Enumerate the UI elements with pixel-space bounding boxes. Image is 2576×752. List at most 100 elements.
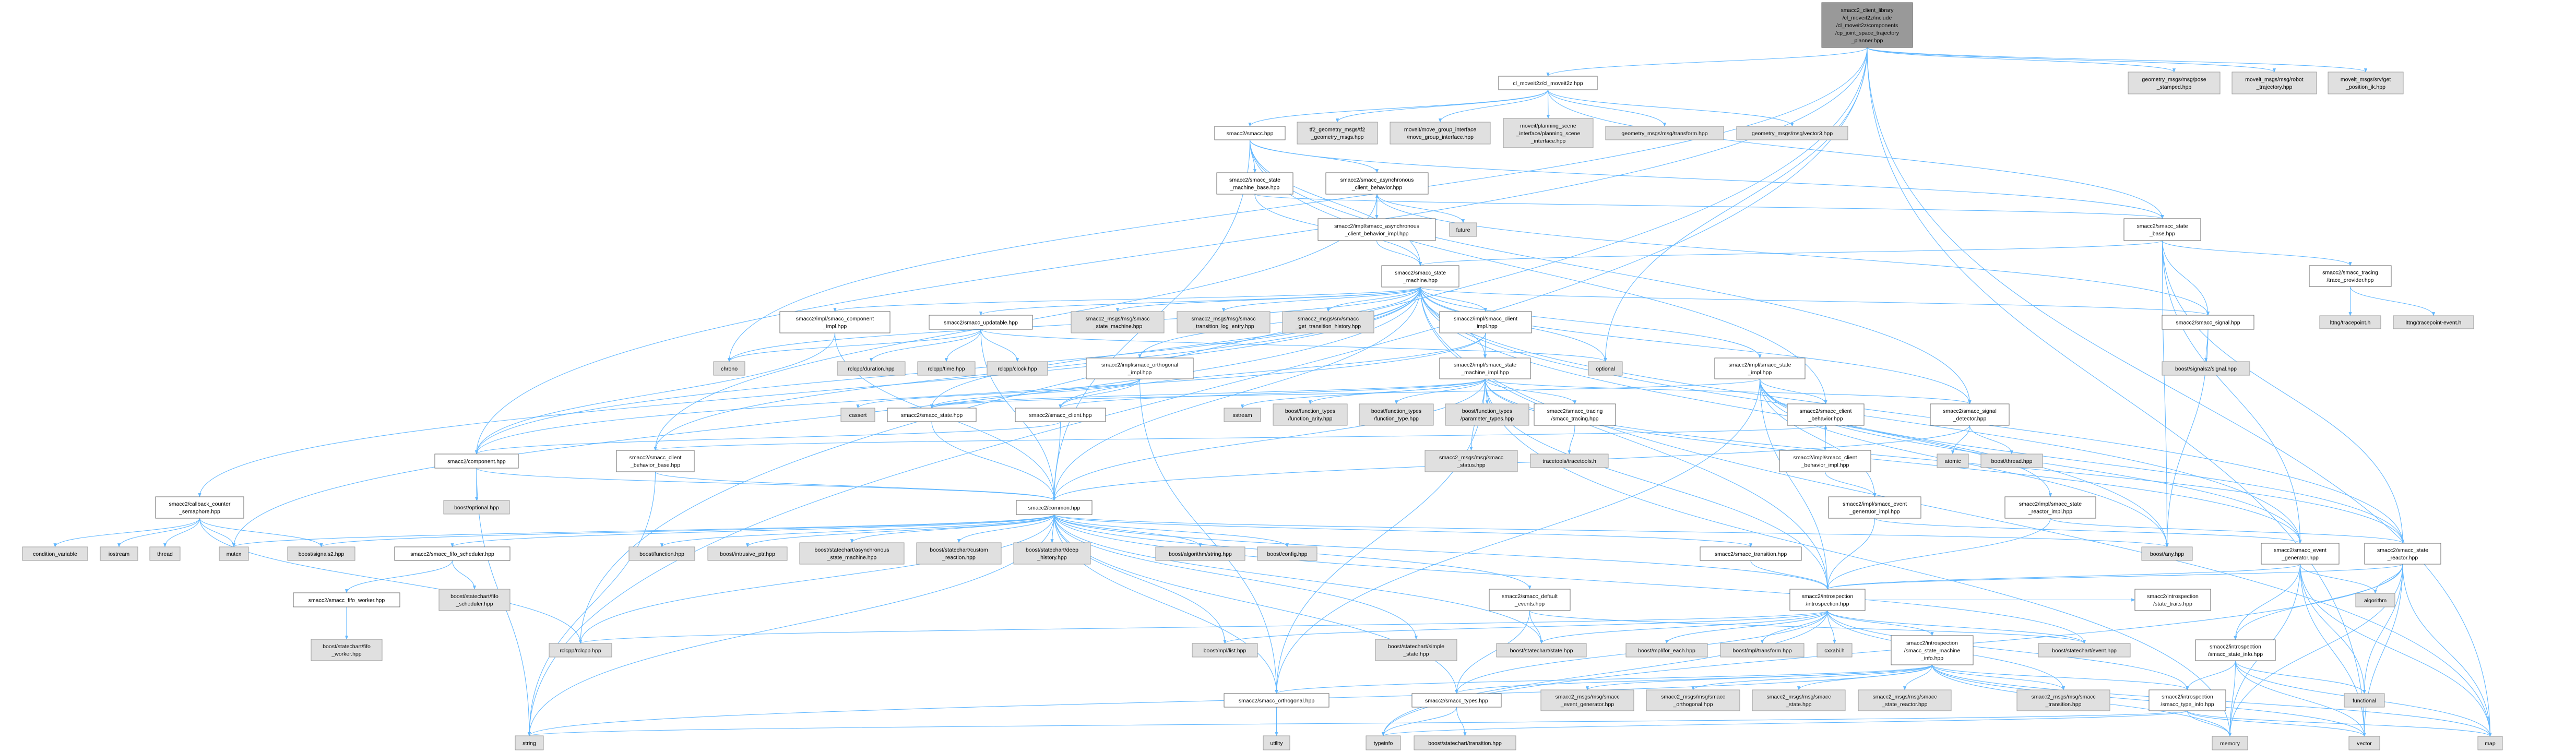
node-box xyxy=(1736,126,1848,140)
file-node[interactable]: smacc2/smacc_state_machine.hpp xyxy=(1381,265,1459,288)
file-node[interactable]: smacc2/smacc_state_base.hpp xyxy=(2123,218,2201,241)
node-label: boost/statechart/event.hpp xyxy=(2052,648,2117,654)
file-node[interactable]: smacc2/callback_counter_semaphore.hpp xyxy=(155,496,244,519)
file-node[interactable]: smacc2/smacc_asynchronous_client_behavio… xyxy=(1325,172,1429,195)
file-node[interactable]: smacc2/introspection/smacc_state_machine… xyxy=(1891,635,1974,665)
node-label: typeinfo xyxy=(1374,740,1393,746)
include-edge-async_cb-to-signal xyxy=(1376,194,2210,316)
node-box xyxy=(713,361,745,376)
include-edge-introspection-to-for_each xyxy=(1665,610,1828,644)
node-label: smacc2/impl/smacc_state xyxy=(2019,501,2082,507)
file-node[interactable]: smacc2/smacc_state.hpp xyxy=(887,408,977,422)
file-node[interactable]: smacc2/impl/smacc_state_reactor_impl.hpp xyxy=(2004,496,2096,519)
node-box xyxy=(2477,736,2503,750)
file-node[interactable]: smacc2/impl/smacc_component_impl.hpp xyxy=(779,311,891,333)
file-node[interactable]: smacc2/impl/smacc_event_generator_impl.h… xyxy=(1828,496,1921,519)
node-label: thread xyxy=(157,551,173,557)
include-edge-common-to-fifo_scheduler xyxy=(450,514,1055,547)
include-edge-state_info-to-type_info xyxy=(2186,660,2236,690)
include-edge-common-to-intrusive xyxy=(746,514,1055,547)
node-label: _reactor.hpp xyxy=(2387,555,2418,561)
include-edge-introspection-to-rclcpp xyxy=(579,610,1828,644)
file-node[interactable]: smacc2/impl/smacc_client_behavior_impl.h… xyxy=(1779,450,1871,472)
external-header-node: iostream xyxy=(100,546,138,561)
file-node[interactable]: smacc2/smacc_fifo_scheduler.hpp xyxy=(394,546,511,561)
file-node[interactable]: smacc2/smacc_signal_detector.hpp xyxy=(1930,403,2010,426)
file-node[interactable]: smacc2/smacc_transition.hpp xyxy=(1700,546,1802,561)
include-edge-state_base-to-event_generator xyxy=(2162,240,2302,544)
node-box xyxy=(799,542,905,565)
file-node[interactable]: smacc2/smacc_client_behavior_base.hpp xyxy=(616,450,695,472)
include-edge-state_base-to-trace_provider xyxy=(2162,240,2352,266)
node-label: rclcpp/rclcpp.hpp xyxy=(560,648,601,654)
node-box xyxy=(1411,693,1502,708)
node-box xyxy=(1375,639,1457,661)
include-edge-orthogonal_impl-to-orthogonal xyxy=(1139,378,1278,694)
file-node[interactable]: smacc2/smacc_orthogonal.hpp xyxy=(1224,693,1329,708)
file-node[interactable]: smacc2/smacc_fifo_worker.hpp xyxy=(293,592,400,607)
node-label: boost/statechart/asynchronous xyxy=(814,547,889,553)
file-node[interactable]: smacc2/smacc_state_machine_base.hpp xyxy=(1216,172,1293,195)
file-node[interactable]: smacc2/impl/smacc_state_machine_impl.hpp xyxy=(1439,357,1531,379)
include-edge-client_impl-to-client xyxy=(1059,332,1486,409)
include-edge-common-to-alg_string xyxy=(1053,514,1202,547)
file-node[interactable]: smacc2/smacc_client_behavior.hpp xyxy=(1787,403,1865,426)
file-node[interactable]: smacc2/smacc_updatable.hpp xyxy=(929,315,1033,330)
include-edge-sm-to-state_impl xyxy=(1420,287,1762,359)
file-node[interactable]: smacc2/smacc_client.hpp xyxy=(1015,408,1106,422)
file-node[interactable]: smacc2/impl/smacc_client_impl.hpp xyxy=(1439,311,1532,333)
node-label: map xyxy=(2485,741,2496,747)
node-box xyxy=(1216,172,1293,195)
node-label: smacc2/smacc_state xyxy=(2136,223,2188,230)
include-edge-cb_base-to-string xyxy=(527,471,656,736)
external-header-node: future xyxy=(1449,222,1477,237)
node-label: boost/statechart/simple xyxy=(1388,643,1444,650)
file-node[interactable]: smacc2/impl/smacc_state_impl.hpp xyxy=(1714,357,1806,379)
node-box xyxy=(2195,639,2276,661)
external-header-node: smacc2_msgs/msg/smacc_status.hpp xyxy=(1424,450,1518,472)
file-node[interactable]: smacc2/smacc_default_events.hpp xyxy=(1489,589,1571,611)
file-node[interactable]: smacc2/introspection/state_traits.hpp xyxy=(2134,589,2211,611)
node-box xyxy=(1390,122,1491,145)
file-node[interactable]: smacc2/smacc_tracing/trace_provider.hpp xyxy=(2309,265,2392,287)
file-node[interactable]: smacc2/component.hpp xyxy=(434,453,519,469)
node-box xyxy=(2355,593,2395,607)
node-label: smacc2/smacc_state.hpp xyxy=(901,412,963,419)
file-node[interactable]: smacc2/introspection/smacc_state_info.hp… xyxy=(2195,639,2276,661)
file-node[interactable]: smacc2/smacc_event_generator.hpp xyxy=(2261,543,2340,565)
node-label: boost/statechart/state.hpp xyxy=(1510,648,1573,654)
node-label: smacc2/smacc_fifo_scheduler.hpp xyxy=(410,551,494,557)
include-edge-client_impl-to-sm_impl xyxy=(1483,332,1487,359)
node-box xyxy=(1540,689,1634,711)
root-file-node[interactable]: smacc2_client_library/cl_moveit2z/includ… xyxy=(1821,2,1913,48)
node-box xyxy=(1498,76,1598,90)
file-node[interactable]: smacc2/impl/smacc_orthogonal_impl.hpp xyxy=(1086,357,1194,379)
include-edge-updatable-to-chrono xyxy=(728,329,981,362)
node-label: _behavior_impl.hpp xyxy=(1801,462,1849,469)
file-node[interactable]: smacc2/smacc.hpp xyxy=(1214,126,1286,140)
file-node[interactable]: cl_moveit2z/cl_moveit2z.hpp xyxy=(1498,76,1598,90)
node-box xyxy=(1071,311,1165,333)
include-edge-root-to-component xyxy=(474,47,1868,455)
file-node[interactable]: smacc2/smacc_tracing/smacc_tracing.hpp xyxy=(1534,403,1616,426)
file-node[interactable]: smacc2/smacc_state_reactor.hpp xyxy=(2364,543,2441,565)
include-edge-state_impl-to-smacc_state xyxy=(930,378,1761,409)
node-box xyxy=(1449,222,1477,237)
node-label: _machine_base.hpp xyxy=(1230,185,1280,191)
file-node[interactable]: smacc2/impl/smacc_asynchronous_client_be… xyxy=(1317,218,1436,241)
file-node[interactable]: smacc2/introspection/introspection.hpp xyxy=(1789,589,1866,611)
file-node[interactable]: smacc2/smacc_signal.hpp xyxy=(2162,315,2254,330)
external-header-node: geometry_msgs/msg/transform.hpp xyxy=(1605,126,1724,140)
include-edge-sm-to-introspection xyxy=(1420,287,1830,590)
file-node[interactable]: smacc2/smacc_types.hpp xyxy=(1411,693,1502,708)
include-edge-eg_impl-to-event_generator xyxy=(1874,518,2302,544)
node-label: smacc2/smacc_signal xyxy=(1943,408,1997,414)
node-label: _orthogonal.hpp xyxy=(1673,701,1713,708)
file-node[interactable]: smacc2/common.hpp xyxy=(1016,500,1093,515)
node-box xyxy=(2123,218,2201,241)
include-edge-async_cb-to-future xyxy=(1376,194,1465,223)
include-edge-common-to-any xyxy=(1053,514,2169,547)
node-box xyxy=(1325,172,1429,195)
node-label: _client_behavior.hpp xyxy=(1351,185,1402,191)
file-node[interactable]: smacc2/introspection/smacc_type_info.hpp xyxy=(2148,689,2226,711)
